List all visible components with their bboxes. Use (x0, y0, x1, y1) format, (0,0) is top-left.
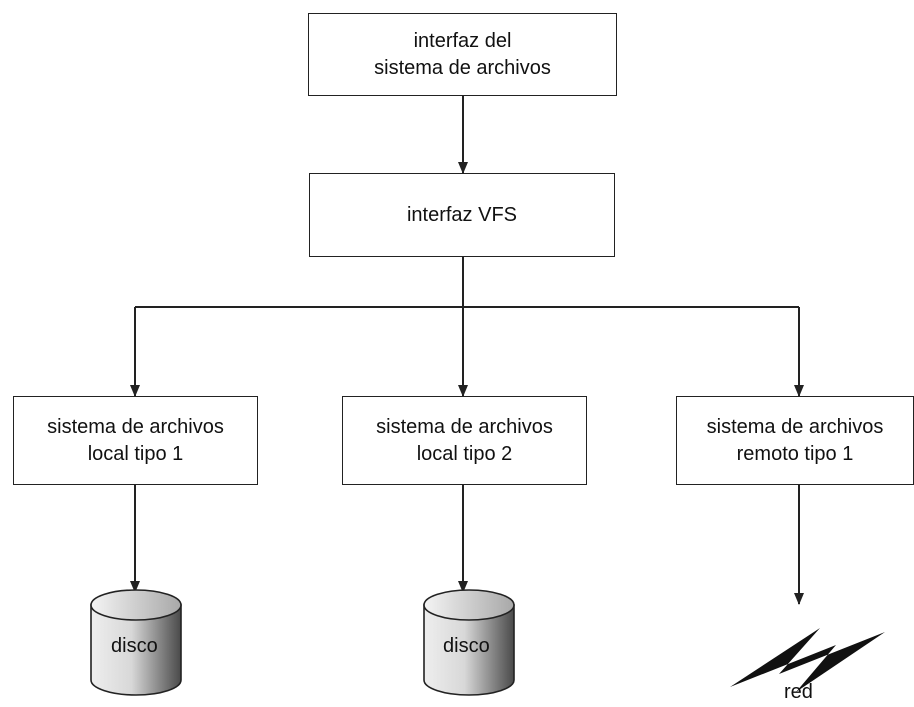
disk-1-label: disco (111, 635, 158, 657)
local-fs-1-box: sistema de archivos local tipo 1 (13, 396, 258, 485)
local-fs-1-line1: sistema de archivos (47, 415, 224, 438)
fs-interface-line1: interfaz del (413, 29, 512, 52)
disk-cylinder-icon (90, 589, 182, 696)
remote-fs-1-box: sistema de archivos remoto tipo 1 (676, 396, 914, 485)
remote-fs-1-line2: remoto tipo 1 (736, 442, 854, 465)
local-fs-1-line2: local tipo 1 (87, 442, 184, 465)
local-fs-2-line2: local tipo 2 (416, 442, 513, 465)
fs-interface-box: interfaz del sistema de archivos (308, 13, 617, 96)
network-label: red (784, 681, 813, 703)
disk-2-label: disco (443, 635, 490, 657)
vfs-interface-box: interfaz VFS (309, 173, 615, 257)
remote-fs-1-line1: sistema de archivos (706, 415, 884, 438)
vfs-interface-label: interfaz VFS (406, 203, 518, 226)
local-fs-2-line1: sistema de archivos (376, 415, 553, 438)
fs-interface-line2: sistema de archivos (374, 56, 551, 79)
local-fs-2-box: sistema de archivos local tipo 2 (342, 396, 587, 485)
disk-cylinder-icon (423, 589, 515, 696)
lightning-bolt-icon (730, 628, 885, 692)
